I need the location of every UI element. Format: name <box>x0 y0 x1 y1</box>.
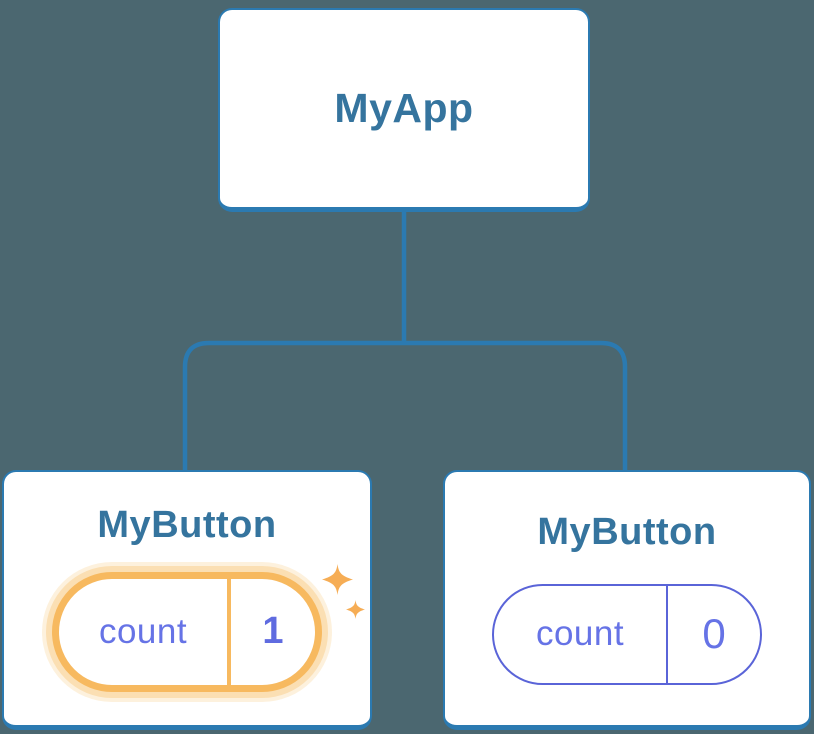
node-mybutton-updated: MyButton count 1 <box>2 470 372 730</box>
sparkle-icon <box>322 564 353 595</box>
node-mybutton-normal: MyButton count 0 <box>443 470 811 730</box>
state-pill-highlighted: count 1 <box>52 571 322 692</box>
state-value: 0 <box>702 610 726 658</box>
state-key: count <box>494 585 668 683</box>
node-label: MyButton <box>537 511 717 554</box>
state-pill: count 0 <box>492 583 762 685</box>
state-value: 1 <box>262 610 284 653</box>
sparkle-icon <box>346 600 365 619</box>
node-label: MyApp <box>334 84 474 131</box>
state-key: count <box>59 578 231 685</box>
node-label: MyButton <box>97 504 277 547</box>
connector-branch-to-children <box>182 340 628 472</box>
node-myapp: MyApp <box>218 8 590 212</box>
